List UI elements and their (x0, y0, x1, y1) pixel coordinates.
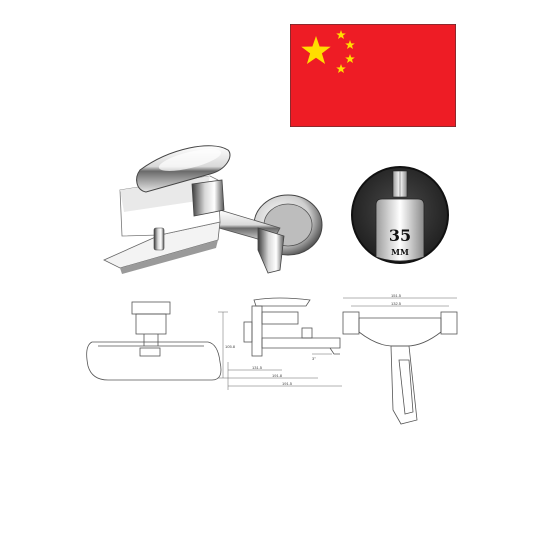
side-view-drawing: 3° 131.5 191.8 191.5 (227, 297, 342, 390)
top-width-dimension: 151.5 (391, 293, 402, 298)
flag-small-star-2 (345, 40, 355, 49)
cartridge-body-icon (375, 198, 425, 262)
top-view-drawing: 151.5 132.5 (342, 293, 458, 425)
cartridge-size-badge: 35 MM (351, 166, 449, 264)
flag-small-star-4 (336, 64, 346, 73)
flag-small-star-3 (345, 54, 355, 63)
side-angle-dimension: 3° (312, 356, 316, 361)
mixer-right-body (257, 227, 285, 274)
cartridge-barrel (191, 179, 225, 217)
side-dimension-b: 191.8 (272, 373, 283, 378)
flag-large-star (301, 36, 331, 64)
bath-mixer-product-image (103, 145, 323, 274)
front-height-dimension: 105.8 (225, 344, 236, 349)
side-dimension-total: 191.5 (282, 381, 293, 386)
side-dimension-a: 131.5 (252, 365, 263, 370)
diverter-knob (153, 227, 165, 251)
front-view-drawing: 105.8 (86, 301, 236, 381)
flag-small-star-1 (336, 30, 346, 39)
cartridge-size-unit: MM (391, 247, 409, 257)
china-flag-image (290, 24, 456, 127)
cartridge-size-value: 35 (389, 226, 411, 245)
top-inner-dimension: 132.5 (391, 301, 402, 306)
